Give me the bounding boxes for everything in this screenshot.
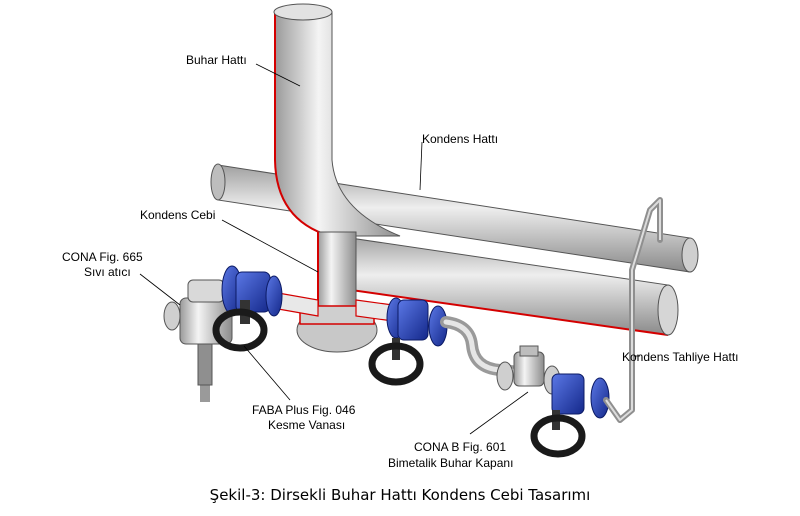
label-liquid-drain-2: Sıvı atıcı: [84, 265, 131, 279]
label-trap-2: Bimetalik Buhar Kapanı: [388, 456, 514, 470]
steam-trap-body: [496, 345, 561, 395]
label-valve-2: Kesme Vanası: [268, 418, 346, 432]
steam-line-elbow: [273, 3, 401, 237]
label-drain-line: Kondens Tahliye Hattı: [622, 350, 739, 364]
outlet-handwheel: [530, 414, 586, 458]
label-valve-1: FABA Plus Fig. 046: [252, 403, 356, 417]
figure-caption: Şekil-3: Dirsekli Buhar Hattı Kondens Ce…: [209, 486, 591, 504]
label-trap-1: CONA B Fig. 601: [414, 440, 507, 454]
left-shutoff-valve: [212, 265, 283, 352]
label-condensate-pocket: Kondens Cebi: [140, 208, 216, 222]
right-handwheel: [368, 342, 424, 386]
right-shutoff-valve: [368, 297, 448, 386]
leader-lines: [139, 63, 640, 435]
label-condensate-line: Kondens Hattı: [422, 132, 499, 146]
outlet-shutoff-valve: [530, 373, 610, 458]
liquid-drain-body: [163, 279, 233, 402]
label-steam-line: Buhar Hattı: [186, 53, 247, 67]
label-liquid-drain-1: CONA Fig. 665: [62, 250, 143, 264]
left-handwheel: [212, 308, 268, 352]
